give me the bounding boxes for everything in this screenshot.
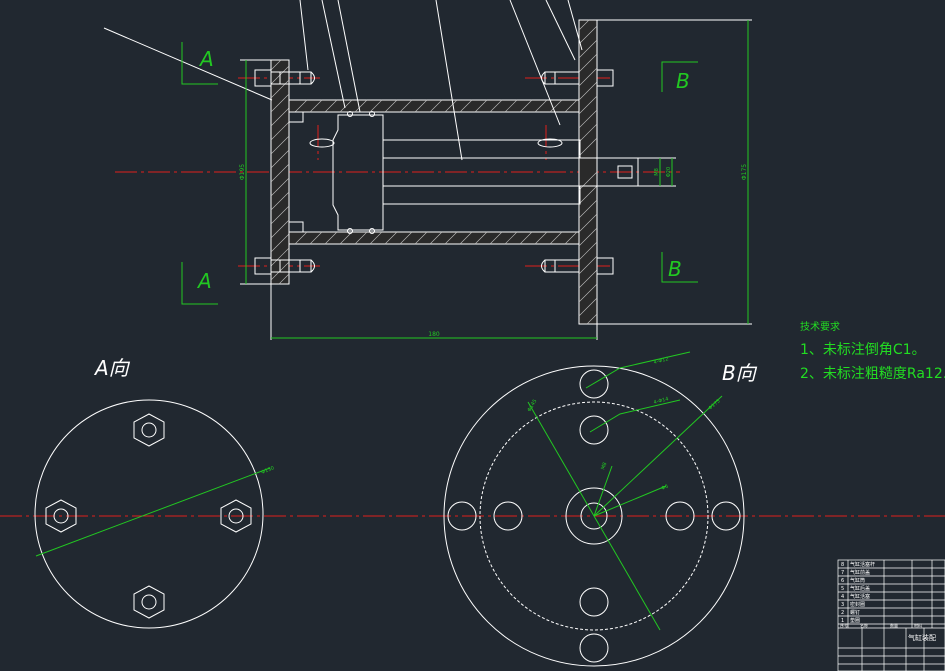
view-label-b: B向: [722, 361, 758, 385]
dimension-lines: [181, 20, 749, 339]
section-label-a-top: A: [198, 47, 214, 71]
dim-hole-b2: 4-Φ14: [653, 396, 669, 406]
hex-bolt-left: [45, 499, 77, 533]
centerlines: [0, 77, 945, 517]
dim-circle-a: Φ130: [261, 465, 276, 476]
notes-line-1: 1、未标注倒角C1。: [800, 342, 926, 358]
dim-rod-1: M8: [654, 168, 660, 176]
section-label-b-bottom: B: [668, 257, 682, 281]
dim-small-b: Φ6: [661, 484, 670, 492]
dim-pcd-b2: Φ175: [707, 398, 721, 411]
part-leaders: [103, 0, 583, 161]
title-block-header: 材料: [914, 622, 922, 628]
notes-line-2: 2、未标注粗糙度Ra12.5: [800, 366, 945, 382]
section-label-b-top: B: [676, 69, 690, 93]
title-block-row-num: 7: [841, 570, 844, 576]
title-block-header: 数量: [890, 622, 898, 628]
view-b-leaders: [527, 351, 723, 631]
bolt-right-top: [541, 69, 614, 87]
view-a-leader: [35, 467, 271, 557]
view-label-a: A向: [93, 356, 131, 380]
title-block-row-name: 垫圈: [850, 617, 860, 624]
view-a: [34, 399, 264, 629]
notes-title: 技术要求: [800, 320, 840, 333]
bolt-right-bottom: [541, 257, 614, 275]
title-block-row-num: 4: [841, 594, 844, 600]
section-label-a-bottom: A: [196, 269, 212, 293]
title-block-row-name: 螺钉: [850, 609, 860, 616]
hex-bolt-right: [220, 499, 252, 533]
dim-center-b: M8: [600, 462, 608, 471]
title-block-header: 序号: [840, 622, 848, 628]
section-view: [103, 0, 752, 340]
title-block-row-name: 密封圈: [850, 601, 865, 608]
hex-bolt-bottom: [133, 585, 165, 619]
title-block-row-name: 气缸活塞杆: [850, 561, 875, 568]
title-block-row-num: 2: [841, 610, 844, 616]
holes-inner: [493, 415, 695, 617]
title-block-header: 名称: [860, 622, 868, 628]
title-block-row-name: 气缸后盖: [850, 585, 870, 592]
dim-pcd-b1: Φ145: [527, 398, 539, 413]
view-b: [443, 365, 745, 667]
dim-height-right: Φ175: [741, 164, 748, 180]
title-block-row-num: 6: [841, 578, 844, 584]
dim-hole-b1: 4-Φ12: [653, 356, 669, 366]
hex-bolt-top: [133, 413, 165, 447]
dim-rod-2: Φ20: [666, 167, 672, 177]
title-block-row-num: 1: [841, 618, 844, 624]
title-block-row-num: 8: [841, 562, 844, 568]
title-block: [837, 559, 945, 671]
title-block-product: 气缸装配: [908, 633, 936, 642]
dim-height-left: Φ195: [239, 164, 246, 180]
title-block-row-num: 3: [841, 602, 844, 608]
dim-length: 180: [428, 331, 440, 338]
bolt-left-bottom: [254, 257, 315, 275]
title-block-row-name: 气缸筒: [850, 577, 865, 584]
title-block-row-name: 气缸活塞: [850, 593, 870, 600]
title-block-row-num: 5: [841, 586, 844, 592]
holes-outer: [447, 369, 741, 663]
bolt-left-top: [254, 69, 315, 87]
title-block-row-name: 气缸前盖: [850, 569, 870, 576]
